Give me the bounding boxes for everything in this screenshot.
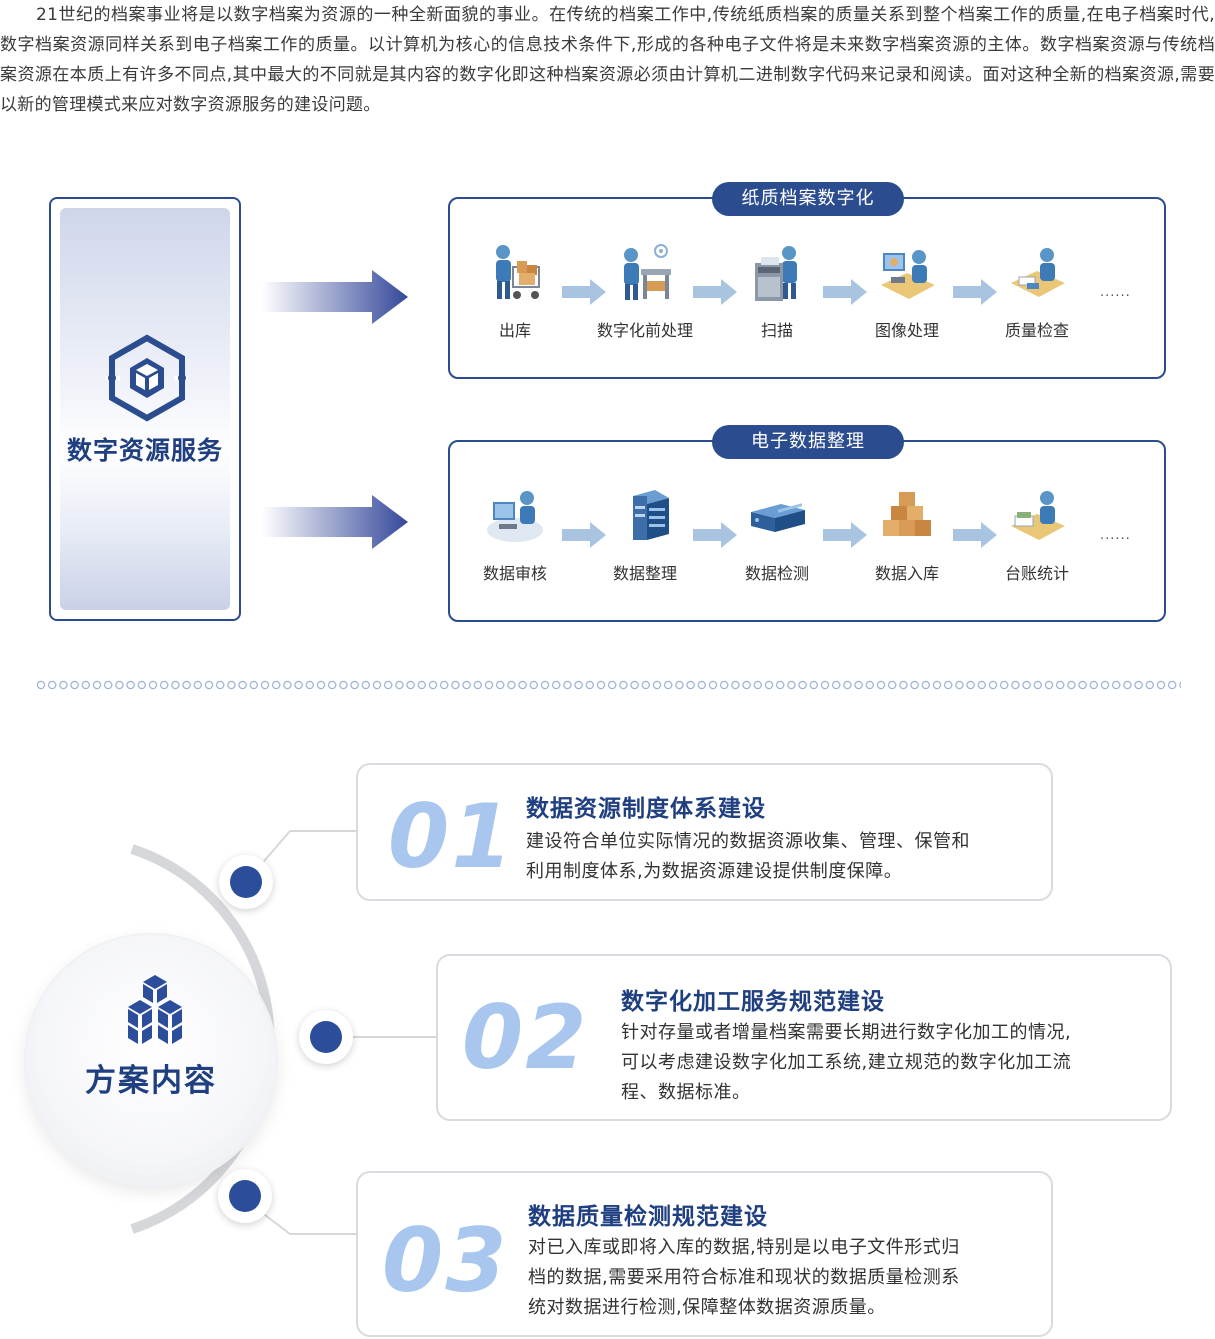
step-item: 数据整理 (580, 486, 710, 584)
worker-desk-icon (624, 244, 671, 300)
step-item: 台账统计 (972, 486, 1102, 584)
card-description-line: 程、数据标准。 (621, 1082, 751, 1103)
step-label: 扫描 (760, 321, 793, 340)
flow-arrow-1-icon (262, 270, 408, 324)
more-ellipsis: ...... (1100, 528, 1131, 543)
storage-device-icon (751, 503, 805, 532)
intro-paragraph: 21世纪的档案事业将是以数字档案为资源的一种全新面貌的事业。在传统的档案工作中,… (0, 5, 1215, 115)
card-description-line: 建设符合单位实际情况的数据资源收集、管理、保管和 (526, 831, 970, 852)
step-item: 出库 (450, 243, 580, 341)
step-label: 数据入库 (874, 564, 939, 583)
card-number: 02 (462, 986, 589, 1089)
boxes-icon (883, 492, 931, 536)
card-description-line: 对已入库或即将入库的数据,特别是以电子文件形式归 (528, 1237, 960, 1258)
timeline-node-3 (218, 1169, 272, 1223)
step-label: 数字化前处理 (596, 321, 693, 340)
card-title: 数字化加工服务规范建设 (621, 989, 885, 1015)
step-arrow-icon (693, 279, 737, 305)
card-description-line: 统对数据进行检测,保障整体数据资源质量。 (528, 1297, 886, 1318)
worker-cart-icon (496, 245, 540, 299)
step-item: 数据入库 (842, 486, 972, 584)
inspection-desk-icon (1011, 248, 1065, 297)
step-label: 数据整理 (612, 564, 677, 583)
step-label: 质量检查 (1004, 321, 1069, 340)
card-description-line: 档的数据,需要采用符合标准和现状的数据质量检测系 (528, 1267, 960, 1288)
step-arrow-icon (823, 522, 867, 548)
dotted-divider (36, 679, 1181, 691)
flow-box-data-organization: 电子数据整理 数据审核 数据整理 (448, 425, 1166, 622)
step-arrow-icon (562, 522, 606, 548)
step-item: 数据审核 (450, 486, 580, 584)
card-title: 数据质量检测规范建设 (528, 1204, 768, 1230)
card-description-line: 可以考虑建设数字化加工系统,建立规范的数字化加工流 (621, 1052, 1072, 1073)
step-arrow-icon (823, 279, 867, 305)
card-number: 01 (388, 785, 515, 888)
step-item: 图像处理 (842, 243, 972, 341)
service-title: 数字资源服务 (66, 436, 223, 465)
server-rack-icon (633, 490, 669, 540)
step-arrow-icon (953, 279, 997, 305)
flow-title: 电子数据整理 (712, 425, 904, 459)
timeline-node-2 (299, 1010, 353, 1064)
service-panel: 数字资源服务 (49, 197, 241, 621)
step-item: 数字化前处理 (580, 243, 710, 341)
step-label: 数据审核 (482, 564, 547, 583)
solution-card-3: 03 数据质量检测规范建设 对已入库或即将入库的数据,特别是以电子文件形式归 档… (356, 1171, 1053, 1337)
solution-card-1: 01 数据资源制度体系建设 建设符合单位实际情况的数据资源收集、管理、保管和 利… (356, 763, 1053, 901)
step-item: 扫描 (712, 243, 842, 341)
flow-box-paper-digitization: 纸质档案数字化 出库 数字化前处理 (448, 182, 1166, 379)
step-item: 质量检查 (972, 243, 1102, 341)
card-description-line: 利用制度体系,为数据资源建设提供制度保障。 (526, 861, 903, 882)
step-arrow-icon (562, 279, 606, 305)
card-description: 建设符合单位实际情况的数据资源收集、管理、保管和 利用制度体系,为数据资源建设提… (526, 827, 970, 887)
step-label: 出库 (498, 321, 531, 340)
solution-card-2: 02 数字化加工服务规范建设 针对存量或者增量档案需要长期进行数字化加工的情况,… (436, 954, 1172, 1121)
service-panel-background (60, 208, 230, 610)
solution-center: 方案内容 (26, 935, 276, 1185)
timeline-node-1 (219, 855, 273, 909)
step-arrow-icon (693, 522, 737, 548)
step-label: 数据检测 (744, 564, 809, 583)
step-label: 图像处理 (874, 321, 939, 340)
stacked-cubes-icon (128, 975, 182, 1044)
step-arrow-icon (953, 522, 997, 548)
step-label: 台账统计 (1004, 564, 1069, 583)
flow-arrow-2-icon (262, 495, 408, 549)
card-description: 对已入库或即将入库的数据,特别是以电子文件形式归 档的数据,需要采用符合标准和现… (528, 1233, 960, 1323)
card-description-line: 针对存量或者增量档案需要长期进行数字化加工的情况, (621, 1022, 1072, 1043)
scanner-icon (755, 246, 797, 301)
more-ellipsis: ...... (1100, 285, 1131, 300)
step-item: 数据检测 (712, 486, 842, 584)
review-workstation-icon (487, 491, 543, 542)
card-number: 03 (382, 1209, 509, 1312)
flow-title: 纸质档案数字化 (712, 182, 904, 216)
solution-title: 方案内容 (85, 1063, 217, 1099)
ledger-desk-icon (1011, 491, 1065, 540)
card-title: 数据资源制度体系建设 (526, 796, 766, 822)
card-description: 针对存量或者增量档案需要长期进行数字化加工的情况, 可以考虑建设数字化加工系统,… (621, 1018, 1071, 1108)
image-workstation-icon (881, 250, 935, 299)
cube-network-icon (106, 334, 188, 422)
